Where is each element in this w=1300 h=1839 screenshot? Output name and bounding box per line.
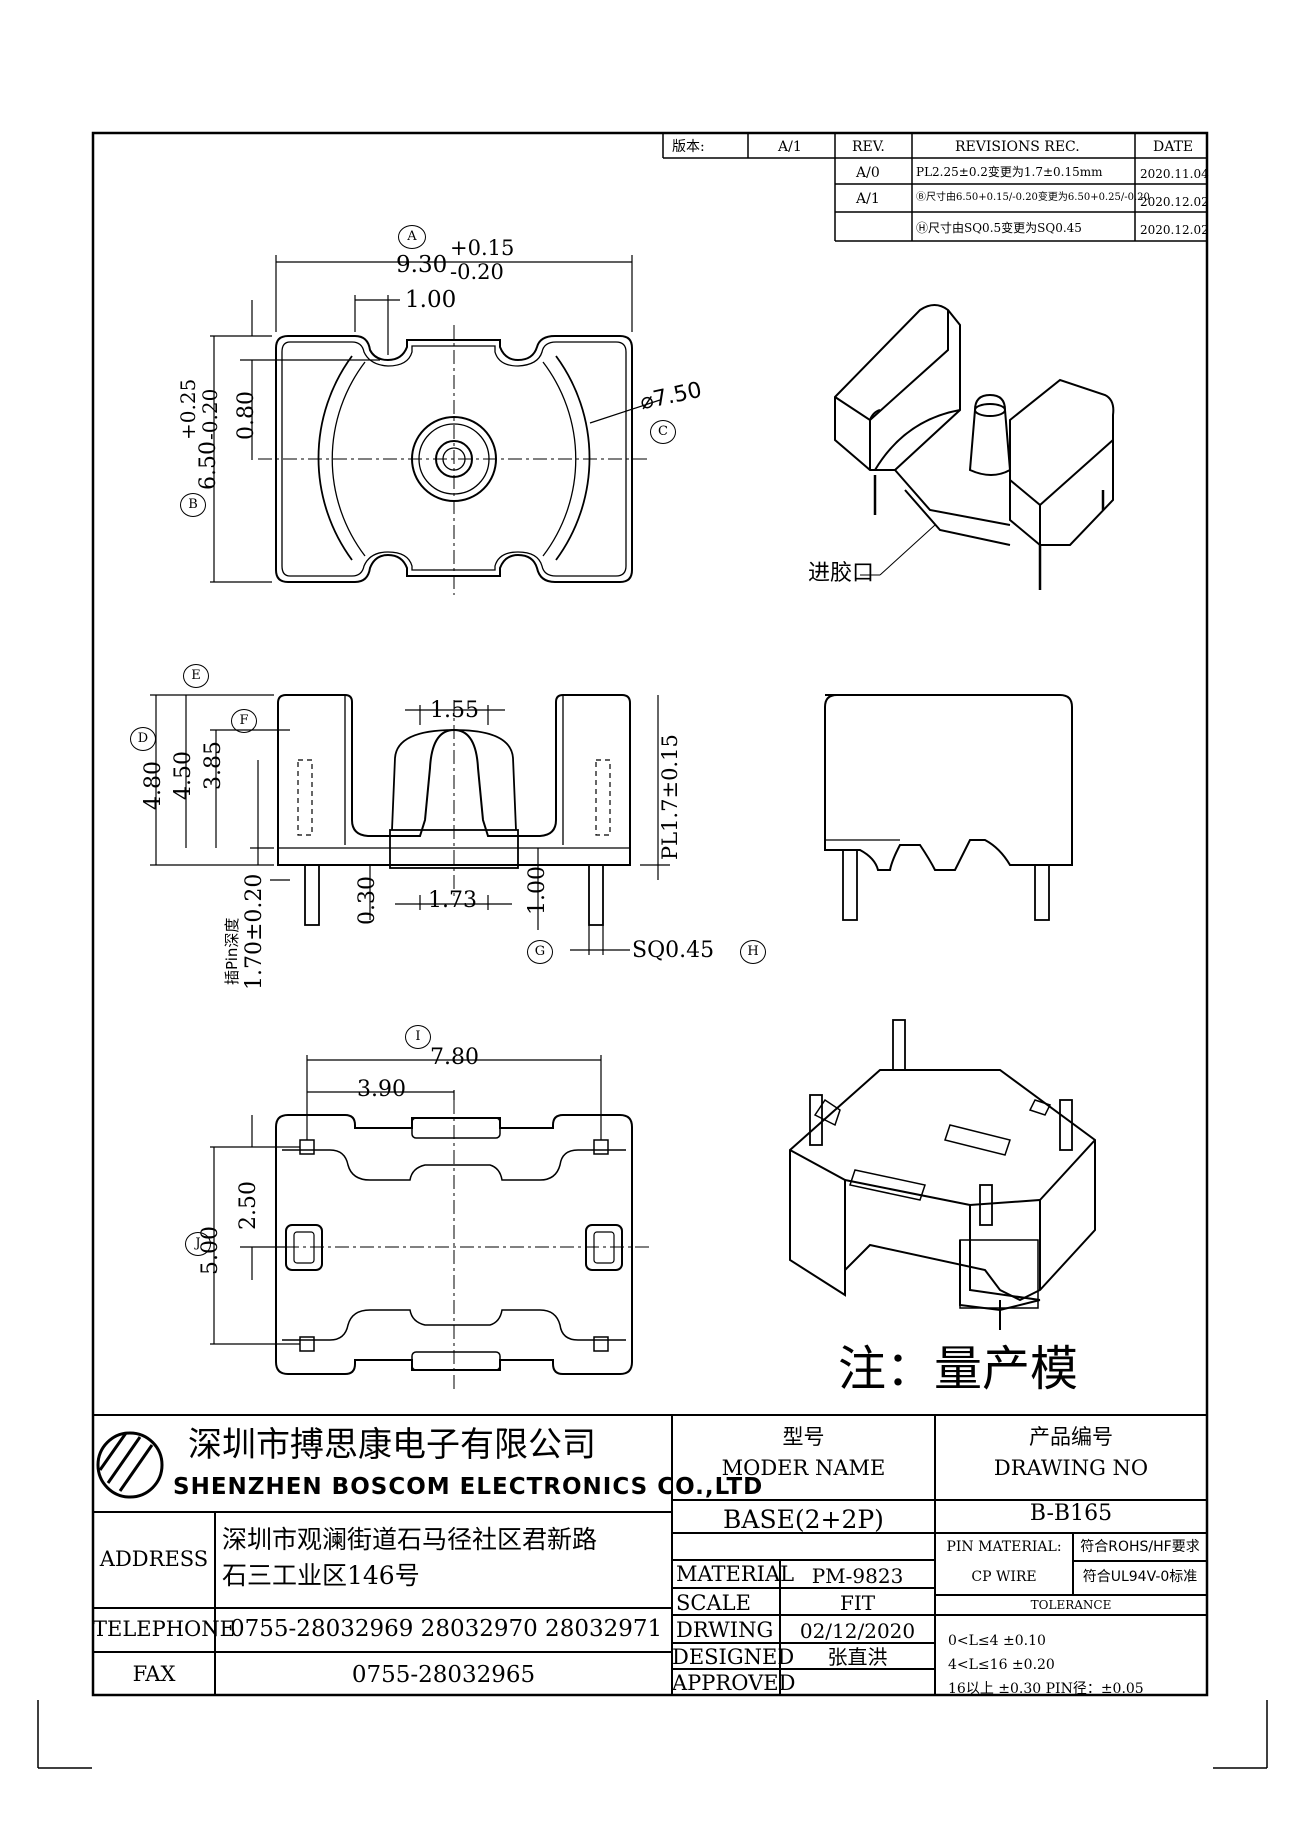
revision-table-grid [662,133,1207,242]
dim-2-50: 2.50 [236,1181,261,1230]
material-value: PM-9823 [811,1564,904,1588]
tolerance-row-3: 16以上 ±0.30 PIN径：±0.05 [948,1681,1144,1697]
company-name-cn: 深圳市搏思康电子有限公司 [188,1425,596,1465]
drawing-cn-label: 产品编号 [1029,1425,1113,1449]
pin-material-label: PIN MATERIAL: [946,1539,1062,1555]
approved-label: APPROVED [672,1671,796,1695]
rev-row-2-rev: A/1 [856,191,880,207]
tolerance-row-1: 0<L≤4 ±0.10 [948,1633,1046,1649]
iso-bottom-view [789,1019,1096,1330]
date-col-header: DATE [1153,139,1194,155]
dim-a-tol-plus: +0.15 [450,236,515,260]
corner-marks [37,1700,1268,1769]
front-view [150,694,670,955]
dim-1-00: 1.00 [405,287,457,313]
dim-sq: SQ0.45 [632,938,715,963]
drawing-en-label: DRAWING NO [993,1456,1149,1480]
scale-label: SCALE [676,1591,751,1615]
sheet-border [91,131,1209,1697]
revisions-col-header: REVISIONS REC. [955,139,1080,155]
telephone-value: 0755-28032969 28032970 28032971 [230,1616,663,1642]
dim-1-73: 1.73 [428,888,477,913]
dim-a-tol-minus: -0.20 [450,260,504,284]
material-label: MATERIAL [676,1562,795,1586]
address-line-1: 深圳市观澜街道石马径社区君新路 [222,1525,598,1554]
pin-depth-value: 1.70±0.20 [242,873,267,990]
drawing-value: B-B165 [1029,1501,1113,1526]
model-cn-label: 型号 [782,1425,825,1449]
gate-label: 进胶口 [808,561,875,586]
top-view-outline [275,335,633,583]
ul-compliance: 符合UL94V-0标准 [1082,1569,1198,1585]
tolerance-row-2: 4<L≤16 ±0.20 [948,1657,1055,1673]
rohs-compliance: 符合ROHS/HF要求 [1080,1539,1200,1555]
model-value: BASE(2+2P) [723,1505,884,1534]
rev-row-1-rev: A/0 [856,165,880,181]
dim-1-55: 1.55 [430,698,479,723]
version-value: A/1 [778,139,802,155]
company-name-en: SHENZHEN BOSCOM ELECTRONICS CO.,LTD [173,1474,764,1500]
pin-material-value: CP WIRE [971,1569,1037,1585]
marker-c: C [650,420,676,444]
marker-e: E [183,664,209,688]
pin-depth-label: 插Pin深度 [223,917,241,985]
dim-b-tol-minus: -0.20 [198,388,222,440]
dim-3-90: 3.90 [357,1077,406,1102]
model-en-label: MODER NAME [721,1456,886,1480]
fax-value: 0755-28032965 [351,1662,536,1688]
dim-1-00b: 1.00 [525,866,550,915]
company-logo [96,1431,164,1499]
marker-b: B [180,493,206,517]
dim-7-80: 7.80 [430,1045,479,1070]
production-note: 注：量产模 [838,1341,1079,1397]
telephone-label: TELEPHONE [93,1617,235,1641]
tolerance-label: TOLERANCE [1030,1598,1112,1612]
dim-pl: PL1.7±0.15 [658,734,682,860]
marker-j: J [185,1232,211,1256]
dim-0-30: 0.30 [355,876,380,925]
designed-label: DESIGNED [672,1645,795,1669]
marker-d: D [130,727,156,751]
address-line-2: 石三工业区146号 [222,1561,420,1590]
dim-0-80: 0.80 [234,391,259,440]
dim-4-50: 4.50 [171,751,196,800]
fax-label: FAX [132,1662,176,1686]
rev-row-2-date: 2020.12.02 [1140,195,1209,209]
title-block-grid [93,1414,1207,1695]
rev-row-1-text: PL2.25±0.2变更为1.7±0.15mm [916,165,1103,179]
dim-4-80: 4.80 [141,761,166,810]
bottom-view [210,1055,650,1390]
marker-g: G [527,940,553,964]
top-view [210,255,661,595]
bottom-view-outline [275,1114,633,1375]
rev-row-1-date: 2020.11.04 [1140,167,1209,181]
side-view [824,694,1073,921]
rev-row-2-text: Ⓑ尺寸由6.50+0.15/-0.20变更为6.50+0.25/-0.20 [916,192,1150,203]
address-label: ADDRESS [99,1547,209,1571]
marker-f: F [231,709,257,733]
rev-col-header: REV. [852,139,885,155]
designed-value: 张直洪 [827,1645,888,1669]
version-label: 版本: [672,139,705,155]
dim-b-value: 6.50 [196,441,221,490]
dim-a-value: 9.30 [396,252,448,278]
scale-value: FIT [839,1591,876,1615]
dim-b-tol-plus: +0.25 [176,378,200,440]
iso-top-view [834,304,1115,590]
drwing-value: 02/12/2020 [799,1619,916,1643]
marker-i: I [405,1025,431,1049]
rev-row-3-date: 2020.12.02 [1140,223,1209,237]
marker-h: H [740,940,766,964]
drwing-label: DRWING [676,1618,774,1642]
dim-3-85: 3.85 [201,741,226,790]
marker-a: A [398,225,426,249]
rev-row-3-text: Ⓗ尺寸由SQ0.5变更为SQ0.45 [916,221,1082,235]
